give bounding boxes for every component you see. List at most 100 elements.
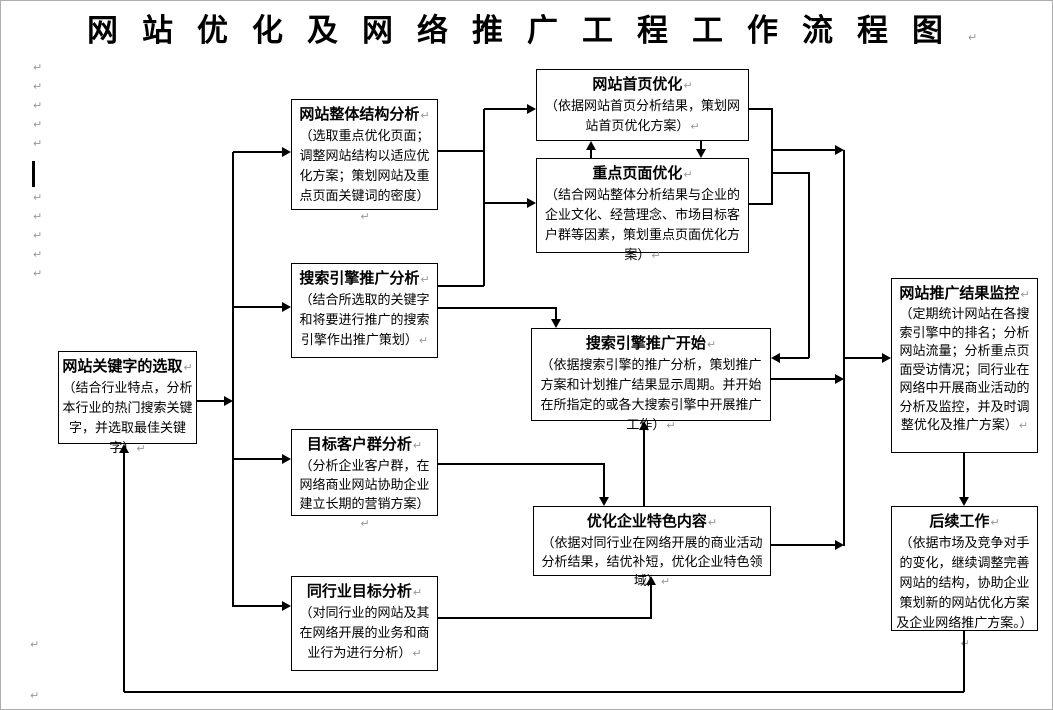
return-mark-icon: ↵ <box>30 638 40 651</box>
connector <box>603 464 605 498</box>
connector <box>233 458 282 460</box>
connector <box>232 152 234 607</box>
connector <box>438 617 652 619</box>
return-mark-icon: ↵ <box>418 334 429 347</box>
arrowhead <box>882 353 891 363</box>
return-mark-icon: ↵ <box>412 439 423 452</box>
return-mark-icon: ↵ <box>33 99 43 112</box>
box-body: （对同行业的网站及其在网络开展的业务和商业行为进行分析） <box>299 605 430 660</box>
box-title: 同行业目标分析 <box>306 583 412 600</box>
connector <box>197 400 225 402</box>
arrowhead <box>551 319 561 328</box>
connector <box>771 378 835 380</box>
box-title: 优化企业特色内容 <box>586 513 707 530</box>
arrowhead <box>282 302 291 312</box>
connector <box>484 108 527 110</box>
return-mark-icon: ↵ <box>33 267 43 280</box>
box-body: （依据市场及竞争对手的变化，继续调整完善网站的结构，协助企业策划新的网站优化方案… <box>896 535 1033 630</box>
return-mark-icon: ↵ <box>1020 288 1030 301</box>
return-mark-icon: ↵ <box>360 210 370 223</box>
arrowhead <box>639 421 649 430</box>
arrowhead <box>282 454 291 464</box>
box-body: （依据搜索引擎的推广分析，策划推广方案和计划推广结果显示周期。并开始在所指定的或… <box>540 357 762 432</box>
return-mark-icon: ↵ <box>683 168 693 181</box>
flow-box-feature-content[interactable]: 优化企业特色内容↵ （依据对同行业在网络开展的商业活动分析结果，结优补短，优化企… <box>533 506 771 588</box>
connector <box>749 203 773 205</box>
return-mark-icon: ↵ <box>660 575 671 588</box>
connector <box>438 463 605 465</box>
connector <box>808 173 810 358</box>
arrowhead <box>527 198 536 208</box>
connector <box>233 605 282 607</box>
box-body: （定期统计网站在各搜索引擎中的排名；分析网站流量；分析重点页面受访情况；同行业在… <box>899 306 1030 432</box>
connector <box>963 453 965 497</box>
return-mark-icon: ↵ <box>990 516 1000 529</box>
connector <box>438 150 485 152</box>
return-mark-icon: ↵ <box>33 80 43 93</box>
return-mark-icon: ↵ <box>33 191 43 204</box>
return-mark-icon: ↵ <box>651 249 661 262</box>
return-mark-icon: ↵ <box>136 442 146 455</box>
connector <box>555 307 557 320</box>
arrowhead <box>586 141 596 150</box>
flow-box-keypage-optimization[interactable]: 重点页面优化↵ （结合网站整体分析结果与企业的企业文化、经营理念、市场目标客户群… <box>536 158 749 262</box>
box-title: 网站整体结构分析 <box>299 106 420 123</box>
page-title-text: 网站优化及网络推广工程工作流程图 <box>87 13 967 48</box>
return-mark-icon: ↵ <box>1018 419 1029 432</box>
return-mark-icon: ↵ <box>706 338 717 351</box>
connector <box>233 306 282 308</box>
box-title: 搜索引擎推广开始 <box>585 335 706 352</box>
connector <box>123 453 125 692</box>
arrowhead <box>835 540 844 550</box>
connector <box>483 109 485 286</box>
flow-box-engine-analysis[interactable]: 搜索引擎推广分析↵ （结合所选取的关键字和将要进行推广的搜索引擎作出推广策划）↵ <box>291 263 438 358</box>
box-body: （结合所选取的关键字和将要进行推广的搜索引擎作出推广策划） <box>299 292 430 347</box>
return-mark-icon: ↵ <box>33 118 43 131</box>
connector <box>124 691 964 693</box>
connector <box>780 357 809 359</box>
connector <box>700 141 702 149</box>
box-body: （分析企业客户群，在网络商业网站协助企业建立长期的营销方案） <box>299 458 430 511</box>
return-mark-icon: ↵ <box>960 637 970 650</box>
box-title: 网站推广结果监控 <box>899 285 1020 302</box>
box-title: 重点页面优化 <box>592 165 683 182</box>
flow-box-keywords[interactable]: 网站关键字的选取↵ （结合行业特点，分析本行业的热门搜索关键字，并选取最佳关键字… <box>58 351 197 455</box>
return-mark-icon: ↵ <box>183 361 193 374</box>
arrowhead <box>696 149 706 158</box>
box-body: （结合网站整体分析结果与企业的企业文化、经营理念、市场目标客户群等因素，策划重点… <box>544 187 740 262</box>
box-title: 目标客户群分析 <box>306 436 412 453</box>
connector <box>438 285 484 287</box>
arrowhead <box>646 576 656 585</box>
box-title: 网站关键字的选取 <box>62 358 183 375</box>
return-mark-icon: ↵ <box>683 79 693 92</box>
connector <box>772 172 810 174</box>
arrowhead <box>771 353 780 363</box>
flow-box-promotion-start[interactable]: 搜索引擎推广开始↵ （依据搜索引擎的推广分析，策划推广方案和计划推广结果显示周期… <box>531 328 771 432</box>
flow-box-customer-analysis[interactable]: 目标客户群分析↵ （分析企业客户群，在网络商业网站协助企业建立长期的营销方案）↵ <box>291 429 438 530</box>
flow-box-structure-analysis[interactable]: 网站整体结构分析↵ （选取重点优化页面；调整网站结构以适应优化方案；策划网站及重… <box>291 99 438 223</box>
return-mark-icon: ↵ <box>968 31 978 44</box>
connector <box>484 202 527 204</box>
page-title: 网站优化及网络推广工程工作流程图↵ <box>87 5 977 50</box>
box-title: 网站首页优化 <box>592 76 683 93</box>
arrowhead <box>527 104 536 114</box>
flow-box-followup-work[interactable]: 后续工作↵ （依据市场及竞争对手的变化，继续调整完善网站的结构，协助企业策划新的… <box>891 506 1038 650</box>
return-mark-icon: ↵ <box>690 120 700 133</box>
connector <box>963 631 965 692</box>
flow-box-homepage-optimization[interactable]: 网站首页优化↵ （依据网站首页分析结果，策划网站首页优化方案）↵ <box>536 69 749 141</box>
return-mark-icon: ↵ <box>412 586 423 599</box>
return-mark-icon: ↵ <box>33 61 43 74</box>
flow-box-industry-analysis[interactable]: 同行业目标分析↵ （对同行业的网站及其在网络开展的业务和商业行为进行分析）↵ <box>291 576 438 671</box>
connector <box>843 150 845 546</box>
return-mark-icon: ↵ <box>707 516 718 529</box>
box-title: 搜索引擎推广分析 <box>299 270 420 287</box>
connector <box>643 430 645 506</box>
box-body: （依据网站首页分析结果，策划网站首页优化方案） <box>544 98 740 133</box>
connector <box>438 307 557 309</box>
return-mark-icon: ↵ <box>33 229 43 242</box>
text-cursor-artifact <box>32 161 35 187</box>
connector <box>590 150 592 158</box>
arrowhead <box>835 374 844 384</box>
flow-box-result-monitoring[interactable]: 网站推广结果监控↵ （定期统计网站在各搜索引擎中的排名；分析网站流量；分析重点页… <box>891 278 1038 453</box>
